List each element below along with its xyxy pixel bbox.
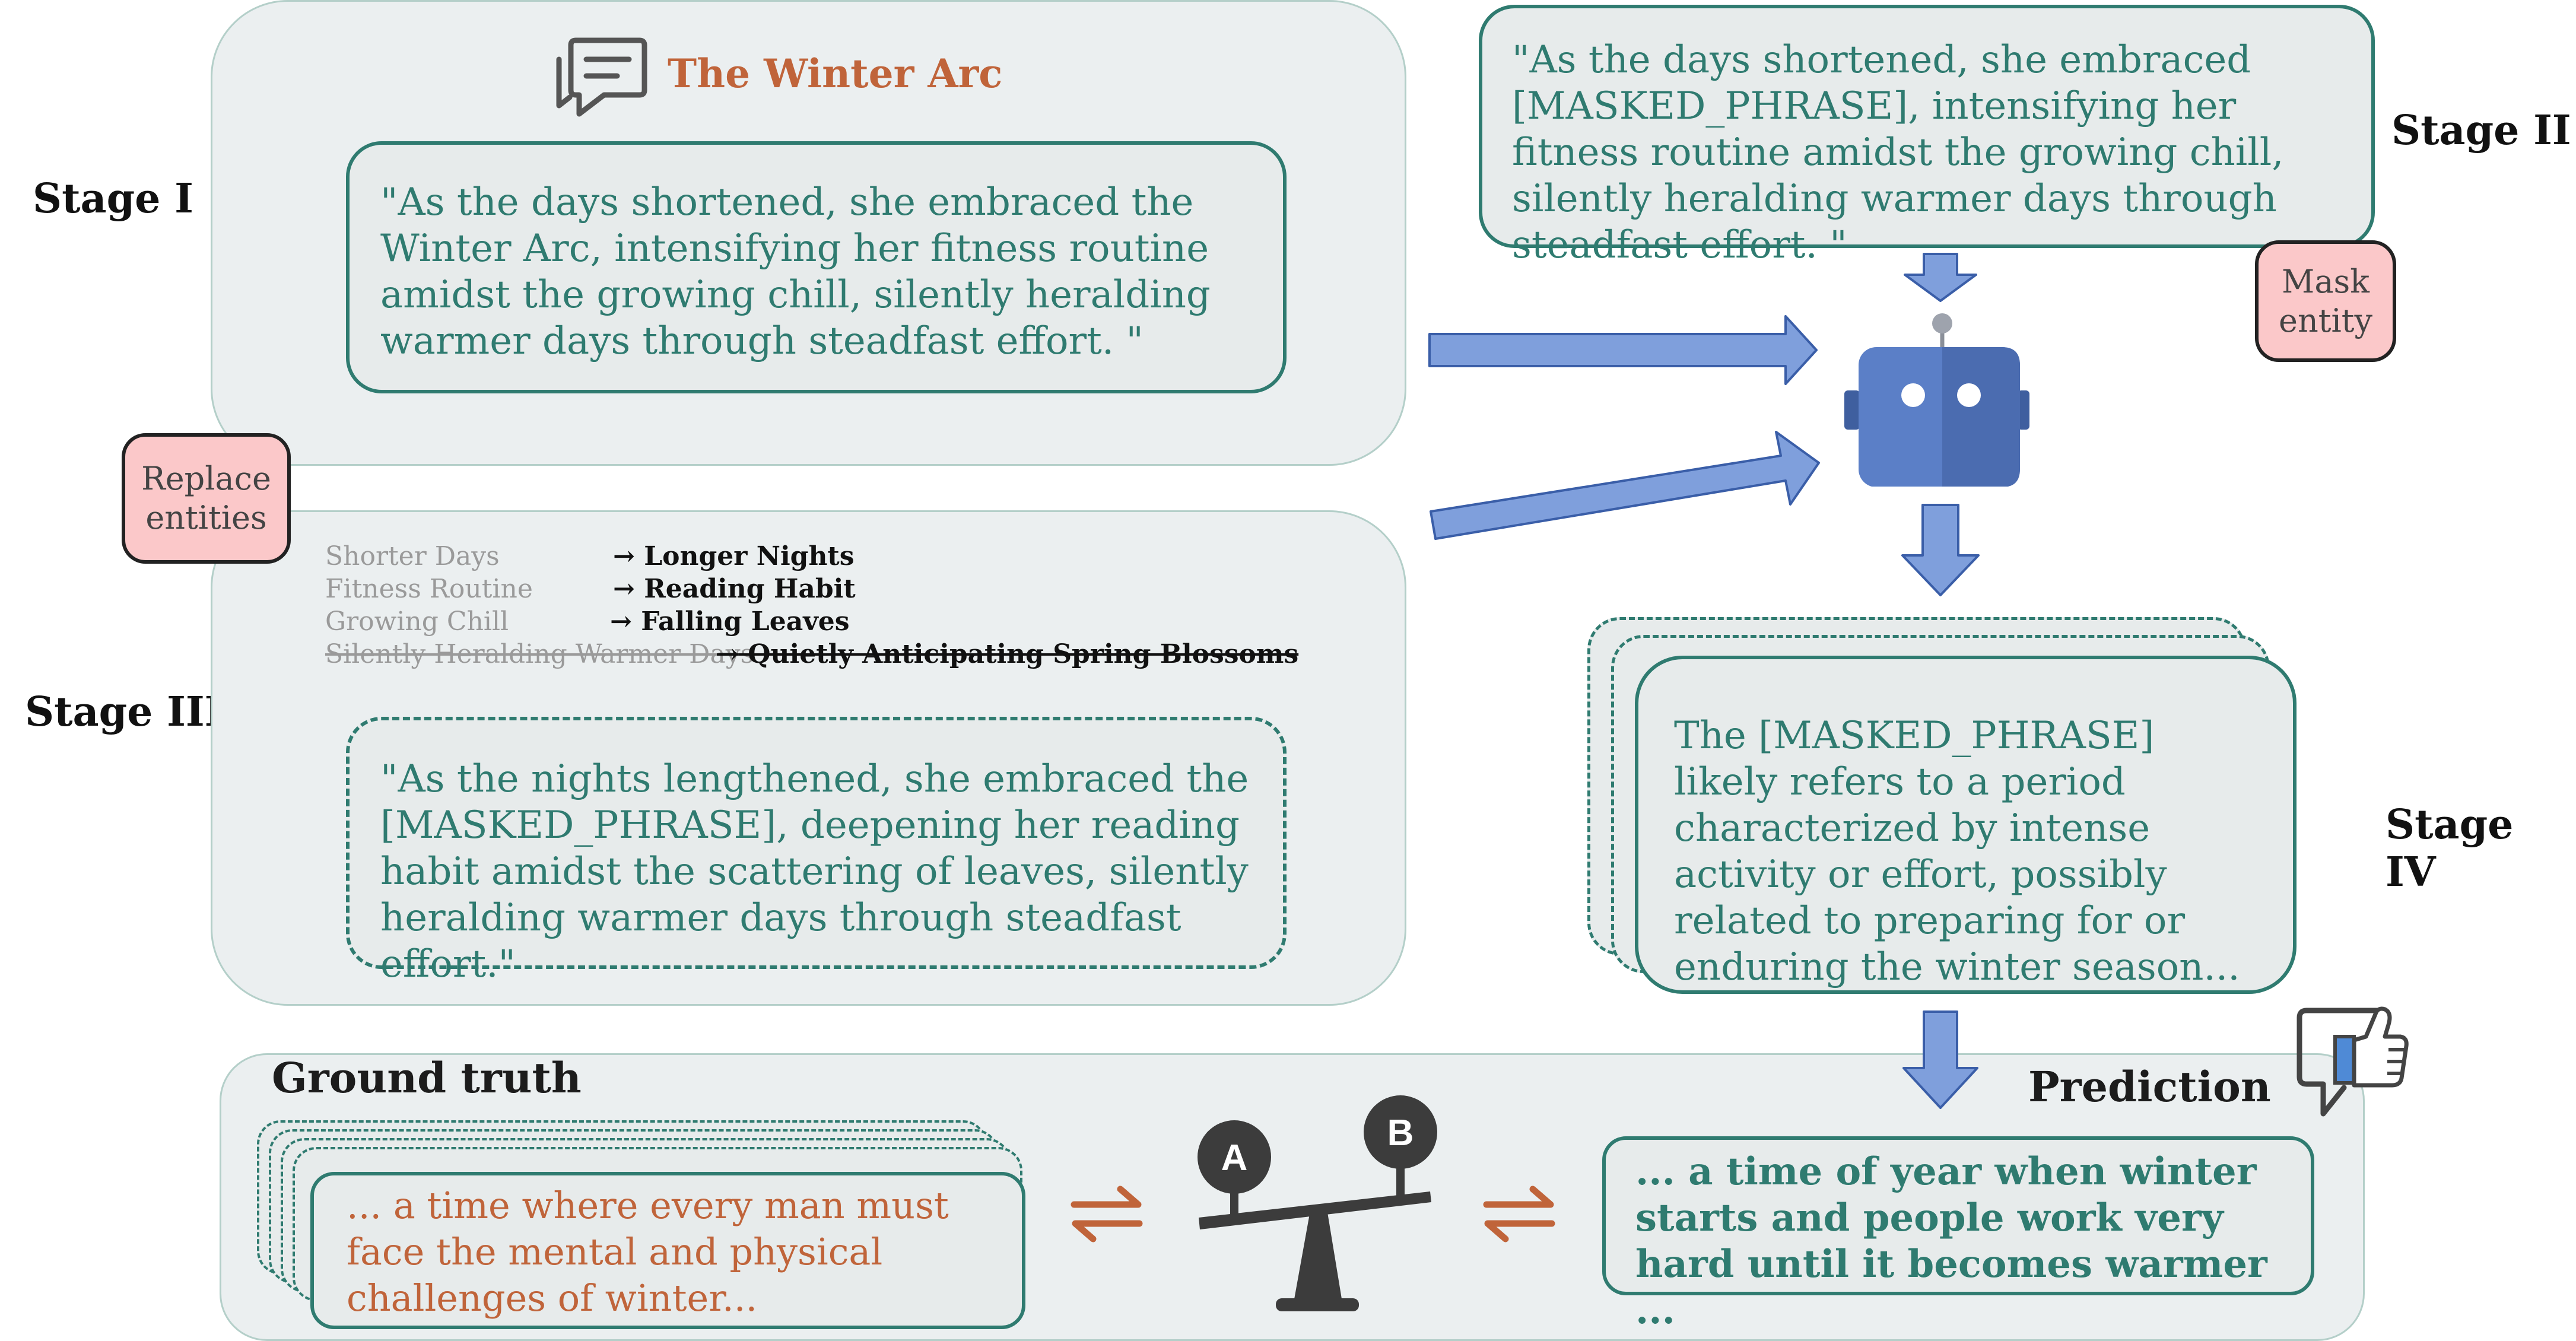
substitution-row: Fitness Routine → Reading Habit <box>325 573 1334 605</box>
model-output-text: The [MASKED_PHRASE] likely refers to a p… <box>1674 714 2240 989</box>
masked-to-model-arrow <box>1899 252 1982 303</box>
masked-text: "As the days shortened, she embraced [MA… <box>1512 38 2284 267</box>
substitution-from: Growing Chill <box>325 606 509 637</box>
prediction-label: Prediction <box>2028 1062 2271 1111</box>
substitution-to: → Reading Habit <box>613 574 856 604</box>
stage-4-label: Stage IV <box>2386 801 2514 896</box>
entity-substitutions: Shorter Days → Longer Nights Fitness Rou… <box>325 540 1334 670</box>
substitution-from: Silently Heralding Warmer Days <box>325 639 754 669</box>
scale-label-a: A <box>1221 1137 1248 1178</box>
stage-1-label: Stage I <box>33 175 193 223</box>
substitution-row: Shorter Days → Longer Nights <box>325 540 1334 573</box>
chat-bubble-icon <box>552 36 650 122</box>
rewritten-text: "As the nights lengthened, she embraced … <box>380 757 1249 986</box>
ground-truth-text: ... a time where every man must face the… <box>347 1184 949 1320</box>
replace-entities-note: Replace entities <box>122 433 291 564</box>
substitution-to: → Falling Leaves <box>610 606 850 637</box>
model-to-output-arrow <box>1899 503 1982 598</box>
substitution-from: Fitness Routine <box>325 574 533 604</box>
balance-scale-icon: A B <box>1187 1092 1448 1317</box>
substitution-row: Silently Heralding Warmer Days → Quietly… <box>325 638 1334 670</box>
stage-3-label: Stage III <box>25 688 224 736</box>
rewritten-text-box: "As the nights lengthened, she embraced … <box>346 717 1287 986</box>
substitution-to: → Longer Nights <box>613 541 855 571</box>
masked-text-box: "As the days shortened, she embraced [MA… <box>1479 5 2375 267</box>
prediction-box: ... a time of year when winter starts an… <box>1602 1136 2314 1333</box>
ground-truth-box: ... a time where every man must face the… <box>310 1172 1025 1329</box>
stage-1-title: The Winter Arc <box>668 50 1003 97</box>
exchange-right-icon <box>1481 1181 1558 1246</box>
scale-label-b: B <box>1387 1113 1414 1153</box>
mask-entity-note: Mask entity <box>2255 240 2396 362</box>
stage-2-label: Stage II <box>2391 107 2571 154</box>
substitution-row: Growing Chill → Falling Leaves <box>325 605 1334 638</box>
substitution-to: → Quietly Anticipating Spring Blossoms <box>717 639 1299 669</box>
original-text: "As the days shortened, she embraced the… <box>380 180 1211 363</box>
ground-truth-label: Ground truth <box>272 1053 582 1102</box>
stage1-to-model-arrow <box>1427 312 1819 389</box>
prediction-text: ... a time of year when winter starts an… <box>1635 1149 2267 1333</box>
robot-icon <box>1804 309 2029 487</box>
model-output-box: The [MASKED_PHRASE] likely refers to a p… <box>1635 656 2297 994</box>
original-text-box: "As the days shortened, she embraced the… <box>346 141 1287 393</box>
output-to-prediction-arrow <box>1899 1010 1982 1111</box>
substitution-from: Shorter Days <box>325 541 500 571</box>
exchange-left-icon <box>1068 1181 1145 1246</box>
thumbs-up-icon <box>2288 1000 2412 1121</box>
stage3-to-model-arrow <box>1427 409 1825 546</box>
